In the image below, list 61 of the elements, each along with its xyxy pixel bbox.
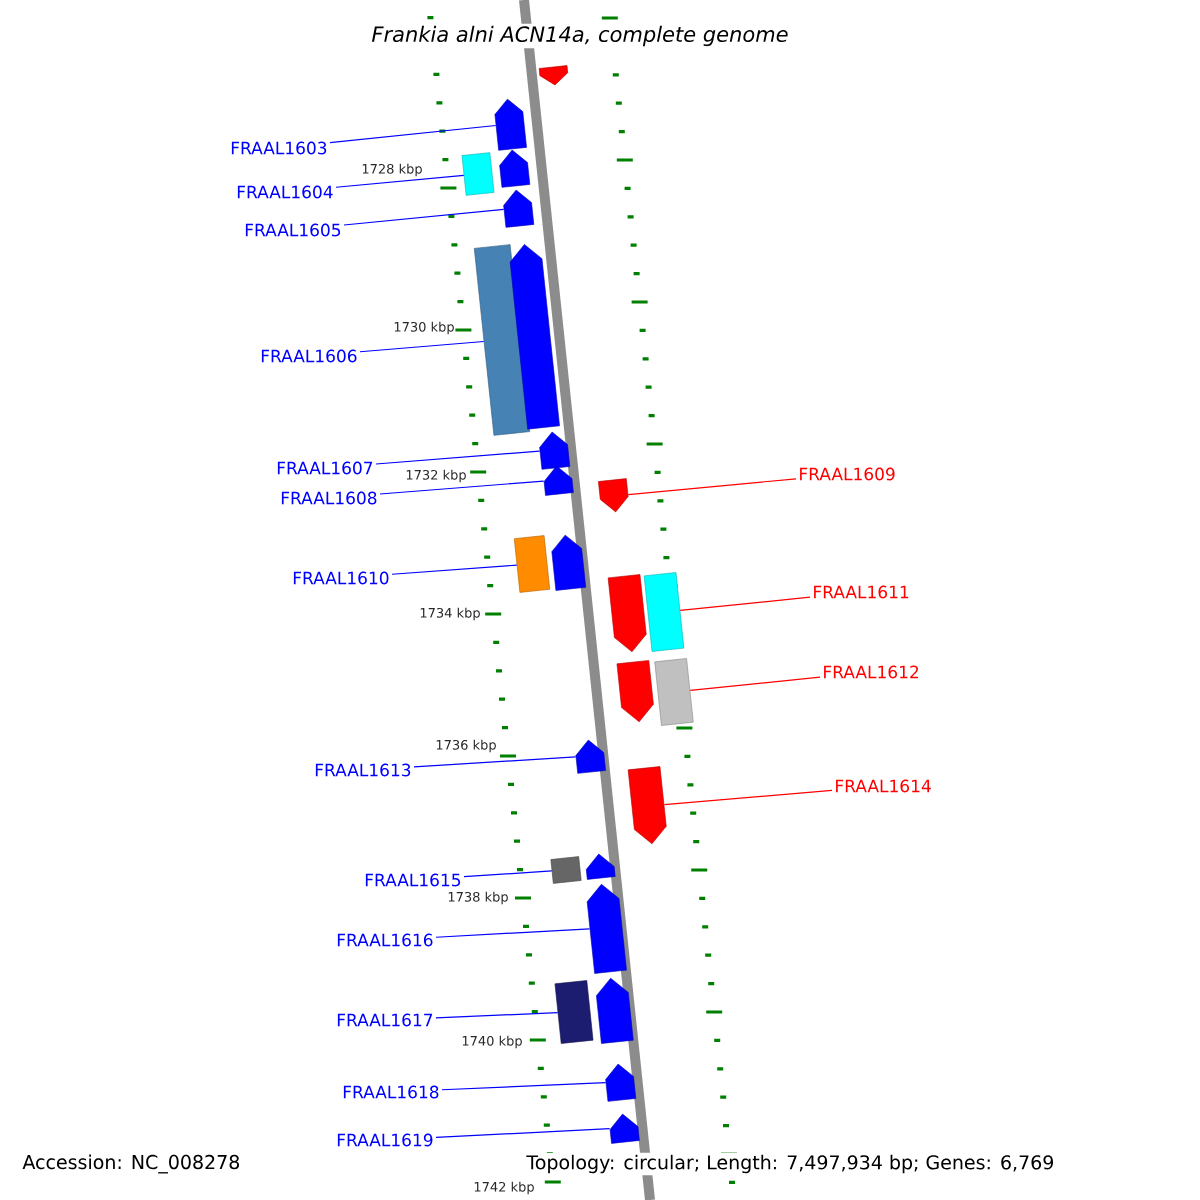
leader-line	[379, 480, 545, 495]
gene-label: FRAAL1605	[245, 223, 341, 237]
gene-label: FRAAL1613	[315, 763, 411, 777]
gene-marker	[461, 152, 495, 196]
gene-marker	[513, 535, 551, 593]
gene-marker	[598, 478, 629, 513]
gene-label: FRAAL1618	[343, 1085, 439, 1099]
gene-label: FRAAL1616	[337, 933, 433, 947]
gene-label: FRAAL1604	[237, 185, 333, 199]
leader-line	[391, 564, 518, 575]
gene-label: FRAAL1608	[281, 491, 377, 505]
gene-label: FRAAL1614	[836, 779, 931, 793]
gene-marker	[609, 1113, 640, 1144]
leader-line	[627, 478, 797, 496]
leader-line	[435, 928, 591, 938]
leader-line	[329, 124, 497, 144]
gene-label: FRAAL1610	[293, 571, 389, 585]
gene-marker	[551, 534, 587, 591]
info-text: Accession: NC_008278	[20, 1152, 243, 1176]
gene-label: FRAAL1619	[337, 1133, 433, 1147]
gene-marker	[538, 65, 569, 86]
gene-marker	[654, 658, 694, 726]
gene-label: FRAAL1609	[800, 467, 895, 481]
leader-line	[343, 208, 505, 226]
gene-marker	[575, 739, 606, 774]
gene-marker	[503, 189, 535, 228]
leader-line	[413, 756, 577, 768]
gene-marker	[627, 766, 667, 845]
leader-line	[435, 1128, 611, 1139]
gene-label: FRAAL1617	[337, 1013, 433, 1027]
gene-marker	[473, 244, 531, 436]
leader-line	[463, 870, 553, 878]
gene-marker	[596, 977, 634, 1044]
gene-label: FRAAL1606	[261, 349, 357, 363]
leader-line	[679, 596, 811, 611]
gene-marker	[605, 1063, 637, 1102]
gene-label: FRAAL1612	[824, 665, 919, 679]
gene-marker	[550, 856, 582, 884]
leader-line	[689, 676, 821, 691]
gene-marker	[554, 980, 594, 1044]
gene-marker	[499, 149, 531, 188]
info-text: Topology: circular; Length: 7,497,934 bp; Genes: 6,769	[524, 1152, 1057, 1176]
gene-marker	[643, 572, 685, 652]
leader-line	[435, 1012, 559, 1019]
gene-label: FRAAL1615	[365, 873, 461, 887]
gene-marker	[509, 244, 560, 430]
gene-label: FRAAL1603	[231, 141, 327, 155]
gene-marker	[616, 660, 654, 723]
gene-label: FRAAL1611	[814, 585, 909, 599]
leader-line	[359, 340, 485, 353]
gene-label: FRAAL1607	[277, 461, 373, 475]
gene-marker	[586, 853, 616, 880]
gene-marker	[494, 98, 527, 151]
gene-marker	[543, 465, 574, 496]
leader-line	[441, 1082, 607, 1091]
gene-marker	[607, 574, 647, 653]
gene-marker	[539, 431, 571, 470]
title: Frankia alni ACN14a, complete genome	[369, 23, 791, 49]
leader-line	[375, 450, 541, 465]
leader-line	[335, 174, 465, 188]
leader-line	[663, 789, 833, 806]
